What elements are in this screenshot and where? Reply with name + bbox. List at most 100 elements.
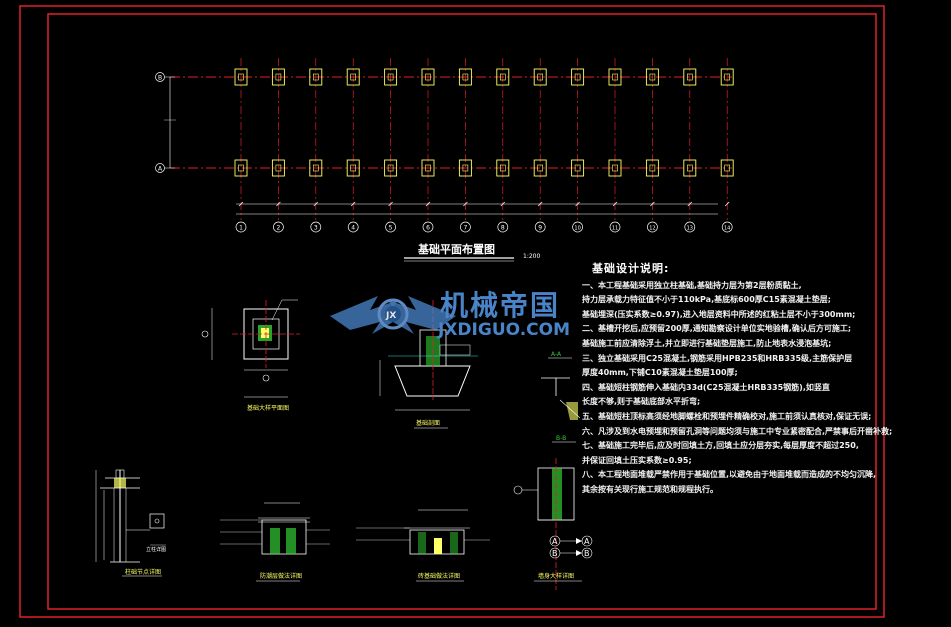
footing-outline bbox=[421, 68, 435, 86]
design-note-line: 七、基础施工完毕后,应及时回填土方,回填土应分层夯实,每层厚度不超过250, bbox=[582, 441, 859, 451]
section-mark-a-right: A bbox=[584, 537, 590, 546]
footing-column bbox=[686, 164, 693, 172]
col-dimension-tick bbox=[425, 201, 431, 207]
footing-outline bbox=[271, 159, 285, 177]
footing-column bbox=[649, 164, 656, 172]
footing-column bbox=[350, 164, 357, 172]
footing-outline bbox=[234, 159, 248, 177]
footing-column bbox=[649, 73, 656, 81]
svg-text:JX: JX bbox=[385, 311, 396, 321]
grid-col-bubble bbox=[310, 221, 322, 233]
design-note-line: 持力层承载力特征值不小于110kPa,基底标600厚C15素混凝土垫层; bbox=[582, 295, 832, 305]
design-note-line: 五、基础短柱顶标高须经地脚螺栓和预埋件精确校对,施工前须认真核对,保证无误; bbox=[582, 411, 872, 421]
section-b-label: B-B bbox=[556, 435, 566, 442]
footing-outline bbox=[571, 159, 585, 177]
foundation-detail-a-label: 防潮层做法详图 bbox=[260, 572, 302, 580]
footing-outline bbox=[720, 159, 734, 177]
footing-plan-detail: 基础大样平面图 bbox=[201, 299, 300, 412]
foundation-detail-b-label: 砖基础做法详图 bbox=[418, 572, 460, 580]
col-dimension-tick bbox=[276, 201, 281, 207]
section-mark-b-right: B bbox=[584, 549, 590, 558]
col-dimension-tick bbox=[724, 201, 730, 207]
design-note-line: 长度不够,则于基础底部水平折弯; bbox=[582, 397, 701, 407]
col-dimension-tick bbox=[612, 201, 618, 207]
grid-row-label: A bbox=[158, 166, 163, 173]
grid-col-label: 3 bbox=[314, 225, 318, 232]
grid-col-label: 10 bbox=[574, 226, 580, 232]
grid-col-label: 14 bbox=[724, 226, 730, 232]
watermark-logo-icon: JX bbox=[330, 296, 456, 334]
grid-col-bubble bbox=[347, 221, 359, 233]
footing-column bbox=[612, 73, 618, 81]
design-note-line: 厚度40mm,下铺C10素混凝土垫层100厚; bbox=[582, 368, 738, 378]
footing-column bbox=[724, 73, 731, 81]
grid-col-label: 12 bbox=[649, 226, 655, 232]
footing-outline bbox=[384, 68, 398, 86]
footing-outline bbox=[458, 68, 472, 86]
watermark-cn: 机械帝国 bbox=[440, 289, 561, 322]
column-detail: 柱础节点详图 立柱详图 bbox=[95, 469, 166, 577]
footing-column bbox=[499, 73, 506, 81]
footing-outline bbox=[496, 159, 510, 177]
footing-outline bbox=[533, 159, 547, 177]
grid-col-label: 8 bbox=[501, 225, 505, 232]
footing-column bbox=[238, 73, 244, 81]
post-detail-label: 立柱详图 bbox=[146, 546, 166, 553]
grid-col-bubble bbox=[721, 221, 733, 233]
section-marks: A-A B-B bbox=[541, 351, 581, 443]
footing-column bbox=[425, 73, 431, 81]
design-note-line: 三、独立基础采用C25混凝土,钢筋采用HPB235和HRB335级,主筋保护层 bbox=[582, 353, 853, 363]
footing-section-label: 基础剖面 bbox=[416, 419, 440, 427]
footing-column bbox=[275, 73, 282, 81]
footing-outline bbox=[458, 159, 472, 177]
footing-column bbox=[350, 73, 357, 81]
footing-outline bbox=[271, 68, 285, 86]
grid-col-label: 11 bbox=[612, 226, 618, 232]
foundation-detail-a: 防潮层做法详图 bbox=[220, 502, 330, 582]
footing-outline bbox=[608, 68, 622, 86]
footing-column bbox=[275, 164, 282, 172]
footing-outline bbox=[571, 68, 585, 86]
grid-col-bubble bbox=[235, 221, 247, 233]
footing-column bbox=[387, 73, 394, 81]
footing-column bbox=[537, 164, 544, 172]
grid-col-bubble bbox=[609, 221, 621, 233]
design-notes-title: 基础设计说明: bbox=[592, 262, 670, 275]
footing-column bbox=[462, 164, 469, 172]
footing-column bbox=[425, 164, 431, 172]
grid-col-label: 6 bbox=[426, 225, 430, 232]
footing-column bbox=[387, 164, 394, 172]
footing-column bbox=[537, 73, 544, 81]
footing-outline bbox=[309, 159, 323, 177]
grid-col-label: 4 bbox=[351, 225, 355, 232]
section-mark-b-left: B bbox=[552, 549, 558, 558]
grid-col-label: 1 bbox=[239, 225, 243, 232]
footing-outline bbox=[533, 68, 547, 86]
footing-column bbox=[312, 164, 319, 172]
footing-column bbox=[686, 73, 693, 81]
grid-col-bubble bbox=[385, 221, 396, 233]
footing-column bbox=[312, 73, 319, 81]
col-dimension-tick bbox=[238, 201, 244, 207]
wall-detail: A A B B 墙身大样详图 bbox=[513, 458, 593, 590]
design-note-line: 其余按有关现行施工规范和规程执行。 bbox=[582, 484, 718, 494]
footing-outline bbox=[234, 68, 248, 86]
section-a-label: A-A bbox=[551, 351, 562, 358]
footing-column bbox=[462, 73, 469, 81]
design-note-line: 八、本工程地面堆载严禁作用于基础位置,以避免由于地面堆载而造成的不均匀沉降, bbox=[582, 470, 877, 480]
design-notes: 基础设计说明: 一、本工程基础采用独立柱基础,基础持力层为第2层粉质黏土, 持力… bbox=[582, 262, 942, 498]
wall-detail-label: 墙身大样详图 bbox=[538, 572, 574, 580]
watermark-en: JXDIGUO.COM bbox=[438, 320, 571, 340]
foundation-detail-b: 砖基础做法详图 bbox=[356, 509, 490, 582]
grid-col-label: 2 bbox=[276, 225, 280, 232]
grid-col-label: 13 bbox=[687, 226, 693, 232]
design-note-line: 四、基础短柱钢筋伸入基础内33d(C25混凝土HRB335钢筋),如竖直 bbox=[582, 382, 830, 392]
footing-column bbox=[499, 164, 506, 172]
footing-outline bbox=[384, 159, 398, 177]
plan-title-group: 基础平面布置图 1:200 bbox=[404, 242, 540, 262]
grid-row-label: B bbox=[158, 75, 162, 82]
column-detail-label: 柱础节点详图 bbox=[125, 568, 161, 576]
col-dimension-tick bbox=[537, 201, 543, 207]
section-mark-a-left: A bbox=[552, 537, 558, 546]
col-dimension-tick bbox=[350, 201, 356, 207]
